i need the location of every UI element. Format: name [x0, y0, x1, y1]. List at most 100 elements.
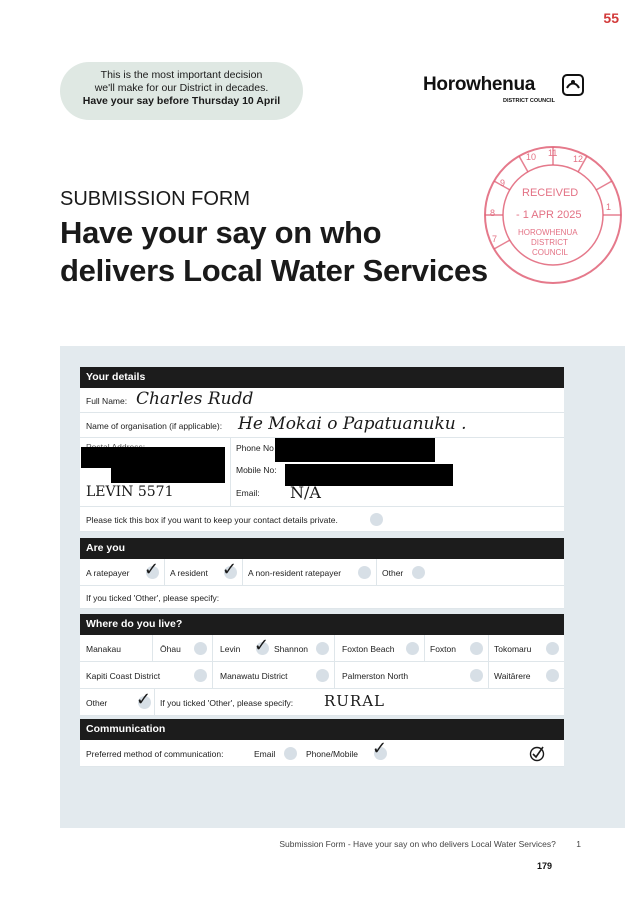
full-name-label: Full Name: — [86, 396, 128, 406]
divider — [212, 662, 213, 688]
other-label: Other — [382, 568, 404, 578]
are-you-specify-row: If you ticked 'Other', please specify: — [80, 586, 564, 609]
redaction-address-2 — [111, 462, 225, 483]
stamp-clock-7: 7 — [492, 234, 497, 244]
resident-tick-icon: ✓ — [222, 559, 238, 580]
are-you-specify-label: If you ticked 'Other', please specify: — [86, 593, 220, 603]
communication-heading: Communication — [80, 719, 564, 740]
divider — [154, 689, 155, 715]
communication-row: Preferred method of communication: Email… — [80, 738, 564, 767]
banner-line-1: This is the most important decision — [100, 69, 263, 81]
where-other-label: Other — [86, 698, 108, 708]
tokomaru-checkbox[interactable] — [546, 642, 559, 655]
mobile-label: Mobile No: — [236, 465, 277, 475]
ratepayer-label: A ratepayer — [86, 568, 130, 578]
divider — [488, 662, 489, 688]
levin-tick-icon: ✓ — [254, 635, 270, 656]
tokomaru-label: Tokomaru — [494, 644, 532, 654]
other-checkbox[interactable] — [412, 566, 425, 579]
stamp-received: RECEIVED — [522, 187, 578, 199]
foxton-checkbox[interactable] — [470, 642, 483, 655]
received-stamp: 10 11 12 1 9 8 7 RECEIVED - 1 APR 2025 H… — [484, 146, 622, 284]
manakau-checkbox[interactable] — [194, 642, 207, 655]
stamp-clock-10: 10 — [526, 152, 536, 162]
privacy-checkbox[interactable] — [370, 513, 383, 526]
comm-phone-checkbox[interactable] — [374, 747, 387, 760]
comm-phone-label: Phone/Mobile — [306, 749, 358, 759]
comm-email-label: Email — [254, 749, 276, 759]
where-other-checkbox[interactable] — [138, 696, 151, 709]
shannon-checkbox[interactable] — [316, 642, 329, 655]
divider — [212, 635, 213, 661]
stamp-org-3: COUNCIL — [532, 248, 569, 257]
full-name-value[interactable]: Charles Rudd — [136, 389, 254, 409]
email-label: Email: — [236, 488, 260, 498]
manawatu-checkbox[interactable] — [316, 669, 329, 682]
document-number: 179 — [537, 861, 553, 871]
preferred-label: Preferred method of communication: — [86, 749, 224, 759]
divider — [152, 635, 153, 661]
where-specify-value[interactable]: RURAL — [324, 692, 386, 710]
shannon-label: Shannon — [274, 644, 309, 654]
levin-label: Levin — [220, 644, 241, 654]
banner-line-3: Have your say before Thursday 10 April — [82, 95, 281, 107]
stamp-org-1: HOROWHENUA — [518, 228, 578, 237]
divider — [164, 559, 165, 585]
divider — [424, 635, 425, 661]
where-specify-label: If you ticked 'Other', please specify: — [160, 698, 294, 708]
where-row-2: Kapiti Coast District Manawatu District … — [80, 662, 564, 689]
palmerston-checkbox[interactable] — [470, 669, 483, 682]
page-title: Have your say on who delivers Local Wate… — [60, 214, 488, 290]
postal-address-value[interactable]: LEVIN 5571 — [86, 484, 174, 500]
address-divider — [230, 438, 231, 506]
stamp-clock-9: 9 — [500, 178, 505, 188]
phone-label: Phone No — [236, 443, 274, 453]
footer-text: Submission Form - Have your say on who d… — [279, 839, 556, 849]
your-details-heading: Your details — [80, 367, 564, 388]
non-resident-checkbox[interactable] — [358, 566, 371, 579]
are-you-heading: Are you — [80, 538, 564, 559]
stamp-clock-11: 11 — [548, 148, 557, 158]
banner-line-2: we'll make for our District in decades. — [94, 82, 269, 94]
levin-checkbox[interactable] — [256, 642, 269, 655]
ohau-label: Ōhau — [160, 644, 181, 654]
checked-circle-mark-icon — [529, 746, 545, 762]
divider — [242, 559, 243, 585]
council-logo-name: Horowhenua — [423, 74, 536, 95]
foxton-beach-label: Foxton Beach — [342, 644, 395, 654]
stamp-clock-1: 1 — [606, 202, 611, 212]
kapiti-checkbox[interactable] — [194, 669, 207, 682]
email-value[interactable]: N/A — [290, 483, 321, 502]
title-line-1: Have your say on who — [60, 215, 382, 250]
footer-page: 1 — [576, 839, 581, 849]
stamp-clock-8: 8 — [490, 208, 495, 218]
stamp-clock-12: 12 — [573, 154, 583, 164]
divider — [488, 635, 489, 661]
comm-phone-tick-icon: ✓ — [372, 738, 388, 759]
ratepayer-tick-icon: ✓ — [144, 559, 160, 580]
where-row-1: Manakau Ōhau Levin ✓ Shannon Foxton Beac… — [80, 635, 564, 662]
manakau-label: Manakau — [86, 644, 121, 654]
organisation-value[interactable]: He Mokai o Papatuanuku . — [238, 414, 467, 434]
comm-email-checkbox[interactable] — [284, 747, 297, 760]
are-you-options-row: A ratepayer ✓ A resident ✓ A non-residen… — [80, 559, 564, 586]
organisation-label: Name of organisation (if applicable): — [86, 421, 223, 431]
foxton-beach-checkbox[interactable] — [406, 642, 419, 655]
privacy-row: Please tick this box if you want to keep… — [80, 507, 564, 532]
where-other-row: Other ✓ If you ticked 'Other', please sp… — [80, 689, 564, 716]
foxton-label: Foxton — [430, 644, 456, 654]
ratepayer-checkbox[interactable] — [146, 566, 159, 579]
footer: Submission Form - Have your say on who d… — [279, 839, 581, 849]
divider — [334, 662, 335, 688]
council-emblem-icon — [562, 74, 584, 96]
redaction-phone — [275, 438, 435, 462]
divider — [376, 559, 377, 585]
council-logo-sub: DISTRICT COUNCIL — [503, 98, 555, 104]
deadline-banner: This is the most important decision we'l… — [60, 62, 303, 120]
where-heading: Where do you live? — [80, 614, 564, 635]
organisation-row: Name of organisation (if applicable): He… — [80, 413, 564, 438]
where-other-tick-icon: ✓ — [136, 689, 152, 710]
stamp-org-2: DISTRICT — [531, 238, 568, 247]
waitarere-checkbox[interactable] — [546, 669, 559, 682]
resident-checkbox[interactable] — [224, 566, 237, 579]
